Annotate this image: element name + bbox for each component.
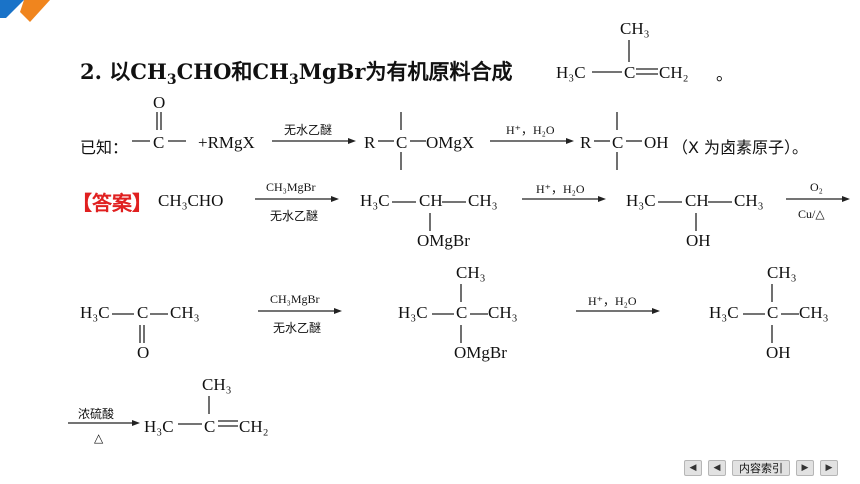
arrow-grignard-2 [258, 308, 342, 314]
first-slide-button[interactable]: ◀ [684, 460, 702, 476]
product-bonds [178, 396, 238, 427]
slide-nav: ◀ ◀ 内容索引 ▶ ▶ [684, 459, 838, 477]
known-tail: （X 为卤素原子）。 [672, 138, 809, 157]
target-h3c: H₃C [556, 63, 586, 82]
known-bonds-2 [594, 112, 642, 170]
alkoxide-bonds [392, 201, 466, 231]
prev-slide-button[interactable]: ◀ [708, 460, 726, 476]
content-index-button[interactable]: 内容索引 [732, 460, 790, 476]
corner-logo [0, 0, 50, 22]
arrow-grignard-1 [255, 196, 339, 202]
last-icon: ▶ [825, 463, 833, 473]
tertiary-alcohol-bonds [743, 284, 799, 343]
arrow-oxidation [786, 196, 850, 202]
known-arrow-2 [490, 138, 574, 144]
known-arrow-1 [272, 138, 356, 144]
known-reagent: +RMgX [198, 133, 255, 152]
carbonyl-bonds [132, 112, 186, 142]
arrow-hydrolysis-2 [576, 308, 660, 314]
target-ch3: CH₃ [620, 19, 650, 38]
tertiary-alkoxide-bonds [432, 284, 488, 343]
first-icon: ◀ [689, 463, 697, 473]
start-compound: CH₃CHO [158, 191, 224, 210]
next-slide-button[interactable]: ▶ [796, 460, 814, 476]
last-slide-button[interactable]: ▶ [820, 460, 838, 476]
known-bonds-1 [378, 112, 426, 170]
question-number: 2. [80, 59, 102, 84]
prev-icon: ◀ [713, 463, 721, 473]
next-icon: ▶ [801, 463, 809, 473]
question-title: 2. 以CH3CHO和CH3MgBr为有机原料合成 [80, 59, 513, 89]
known-label: 已知： [80, 138, 129, 157]
arrow-dehydration [68, 420, 140, 426]
target-bonds [592, 40, 658, 75]
answer-label: 【答案】 [72, 191, 152, 215]
ketone-bonds [112, 313, 168, 343]
arrow-hydrolysis-1 [522, 196, 606, 202]
alcohol-bonds [658, 201, 732, 231]
